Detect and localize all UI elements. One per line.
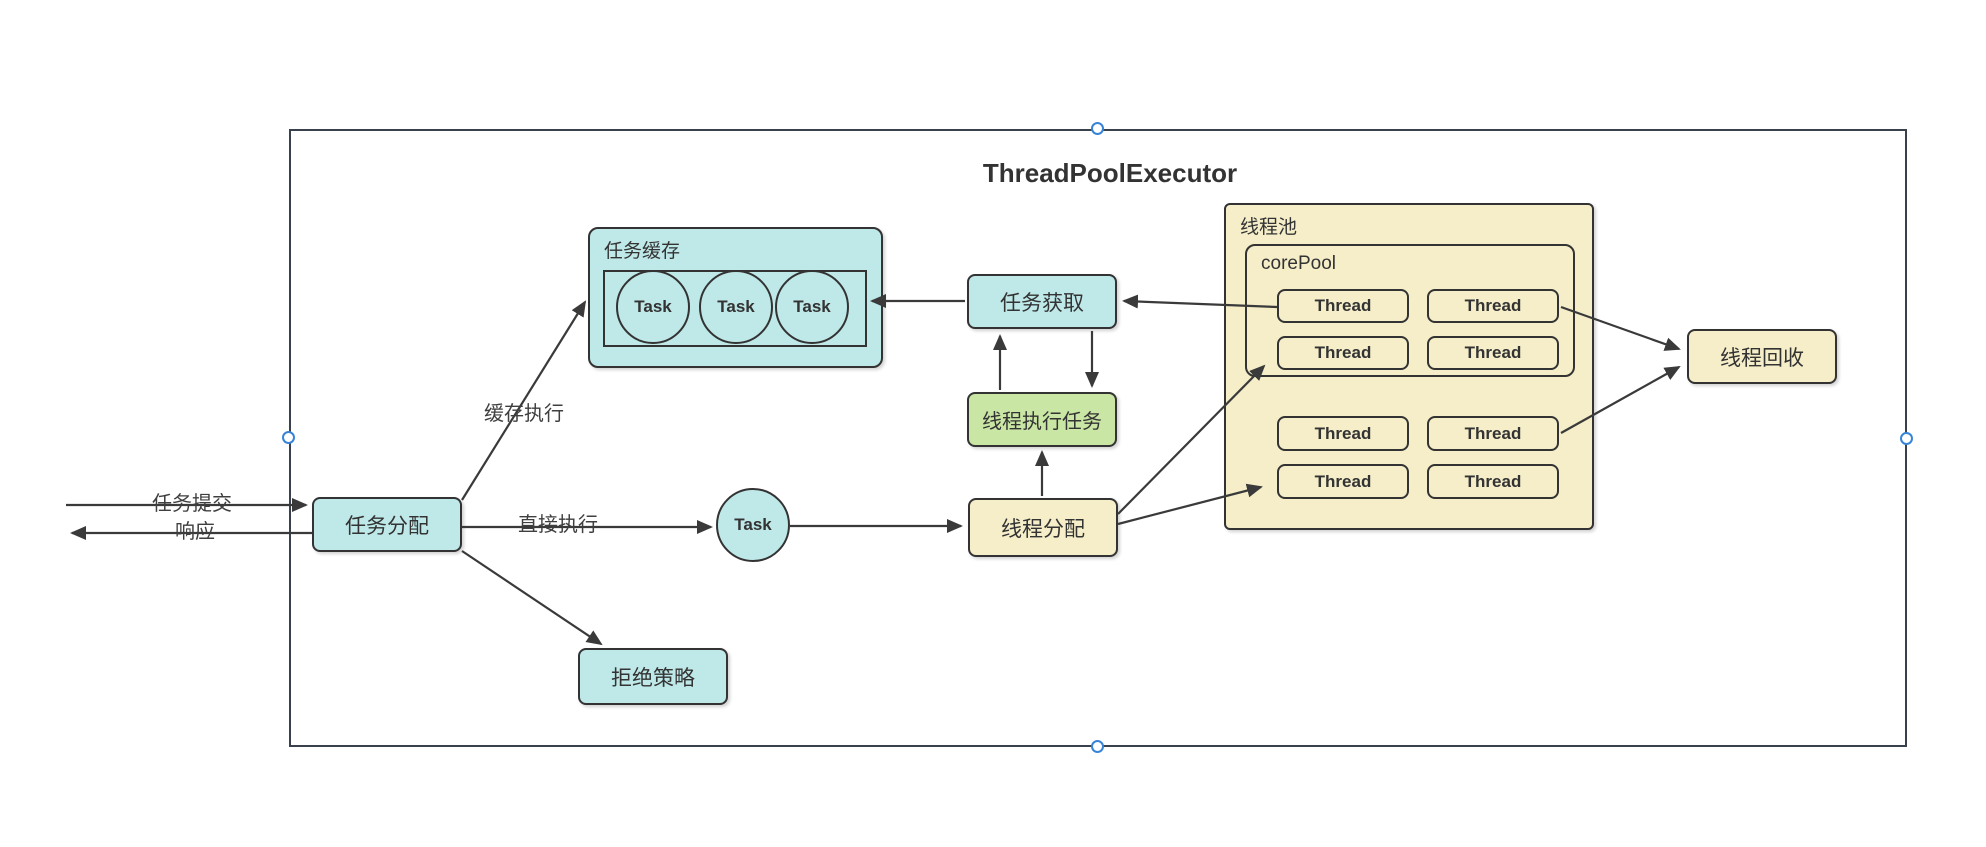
edge-pool-to-fetch[interactable] bbox=[1122, 294, 1278, 309]
selection-handle-left[interactable] bbox=[282, 431, 295, 444]
cached-task-circle-2[interactable]: Task bbox=[699, 270, 773, 344]
edge-dispatch-to-pool-thread[interactable] bbox=[1117, 483, 1263, 526]
core-thread-2-label: Thread bbox=[1464, 296, 1522, 315]
selection-handle-top[interactable] bbox=[1091, 122, 1104, 135]
edge-core-thread-to-recycle[interactable] bbox=[1560, 305, 1681, 351]
cached-task-circle-3[interactable]: Task bbox=[775, 270, 849, 344]
node-task-fetch[interactable]: 任务获取 bbox=[967, 274, 1117, 329]
edge-label-direct-exec[interactable]: 直接执行 bbox=[518, 514, 598, 536]
edge-dispatch-to-core-thread[interactable] bbox=[1117, 364, 1266, 515]
pool-thread-1[interactable]: Thread bbox=[1277, 416, 1409, 451]
core-thread-1[interactable]: Thread bbox=[1277, 289, 1409, 323]
node-reject-policy-label: 拒绝策略 bbox=[611, 666, 695, 690]
core-thread-3-label: Thread bbox=[1314, 343, 1372, 362]
cached-task-label-2: Task bbox=[717, 297, 755, 316]
container-task-cache-label: 任务缓存 bbox=[604, 241, 681, 262]
selection-handle-bottom[interactable] bbox=[1091, 740, 1104, 753]
pool-thread-3[interactable]: Thread bbox=[1277, 464, 1409, 499]
node-task-fetch-label: 任务获取 bbox=[1000, 291, 1084, 315]
pool-thread-3-label: Thread bbox=[1314, 471, 1372, 491]
node-task-dispatch-label: 任务分配 bbox=[345, 514, 429, 538]
node-thread-recycle-label: 线程回收 bbox=[1720, 346, 1804, 370]
pool-thread-4-label: Thread bbox=[1464, 471, 1522, 491]
container-core-pool-label: corePool bbox=[1261, 253, 1336, 274]
edge-label-response[interactable]: 响应 bbox=[175, 521, 215, 543]
selection-handle-right[interactable] bbox=[1900, 432, 1913, 445]
core-thread-4[interactable]: Thread bbox=[1427, 336, 1559, 370]
pool-thread-4[interactable]: Thread bbox=[1427, 464, 1559, 499]
core-thread-1-label: Thread bbox=[1314, 296, 1372, 315]
cached-task-label-1: Task bbox=[634, 297, 672, 316]
node-reject-policy[interactable]: 拒绝策略 bbox=[578, 648, 728, 705]
container-thread-pool-label: 线程池 bbox=[1240, 217, 1298, 238]
diagram-title: ThreadPoolExecutor bbox=[982, 158, 1238, 188]
node-task-dispatch[interactable]: 任务分配 bbox=[312, 497, 462, 552]
core-thread-4-label: Thread bbox=[1464, 343, 1522, 362]
edge-to-reject-policy[interactable] bbox=[461, 550, 603, 646]
edge-label-cache-exec[interactable]: 缓存执行 bbox=[484, 403, 564, 425]
core-thread-3[interactable]: Thread bbox=[1277, 336, 1409, 370]
node-thread-dispatch[interactable]: 线程分配 bbox=[968, 498, 1118, 557]
node-thread-recycle[interactable]: 线程回收 bbox=[1687, 329, 1837, 384]
edge-cache-exec[interactable] bbox=[461, 300, 587, 501]
cached-task-circle-1[interactable]: Task bbox=[616, 270, 690, 344]
edge-pool-thread-to-recycle[interactable] bbox=[1560, 366, 1681, 434]
cached-task-label-3: Task bbox=[793, 297, 831, 316]
direct-task-label: Task bbox=[734, 515, 772, 534]
pool-thread-1-label: Thread bbox=[1314, 423, 1372, 443]
node-thread-exec-task[interactable]: 线程执行任务 bbox=[967, 392, 1117, 447]
node-thread-exec-task-label: 线程执行任务 bbox=[982, 411, 1102, 433]
core-thread-2[interactable]: Thread bbox=[1427, 289, 1559, 323]
pool-thread-2-label: Thread bbox=[1464, 423, 1522, 443]
edge-label-task-submit[interactable]: 任务提交 bbox=[152, 493, 232, 515]
pool-thread-2[interactable]: Thread bbox=[1427, 416, 1559, 451]
direct-task-circle[interactable]: Task bbox=[716, 488, 790, 562]
node-thread-dispatch-label: 线程分配 bbox=[1001, 517, 1085, 541]
